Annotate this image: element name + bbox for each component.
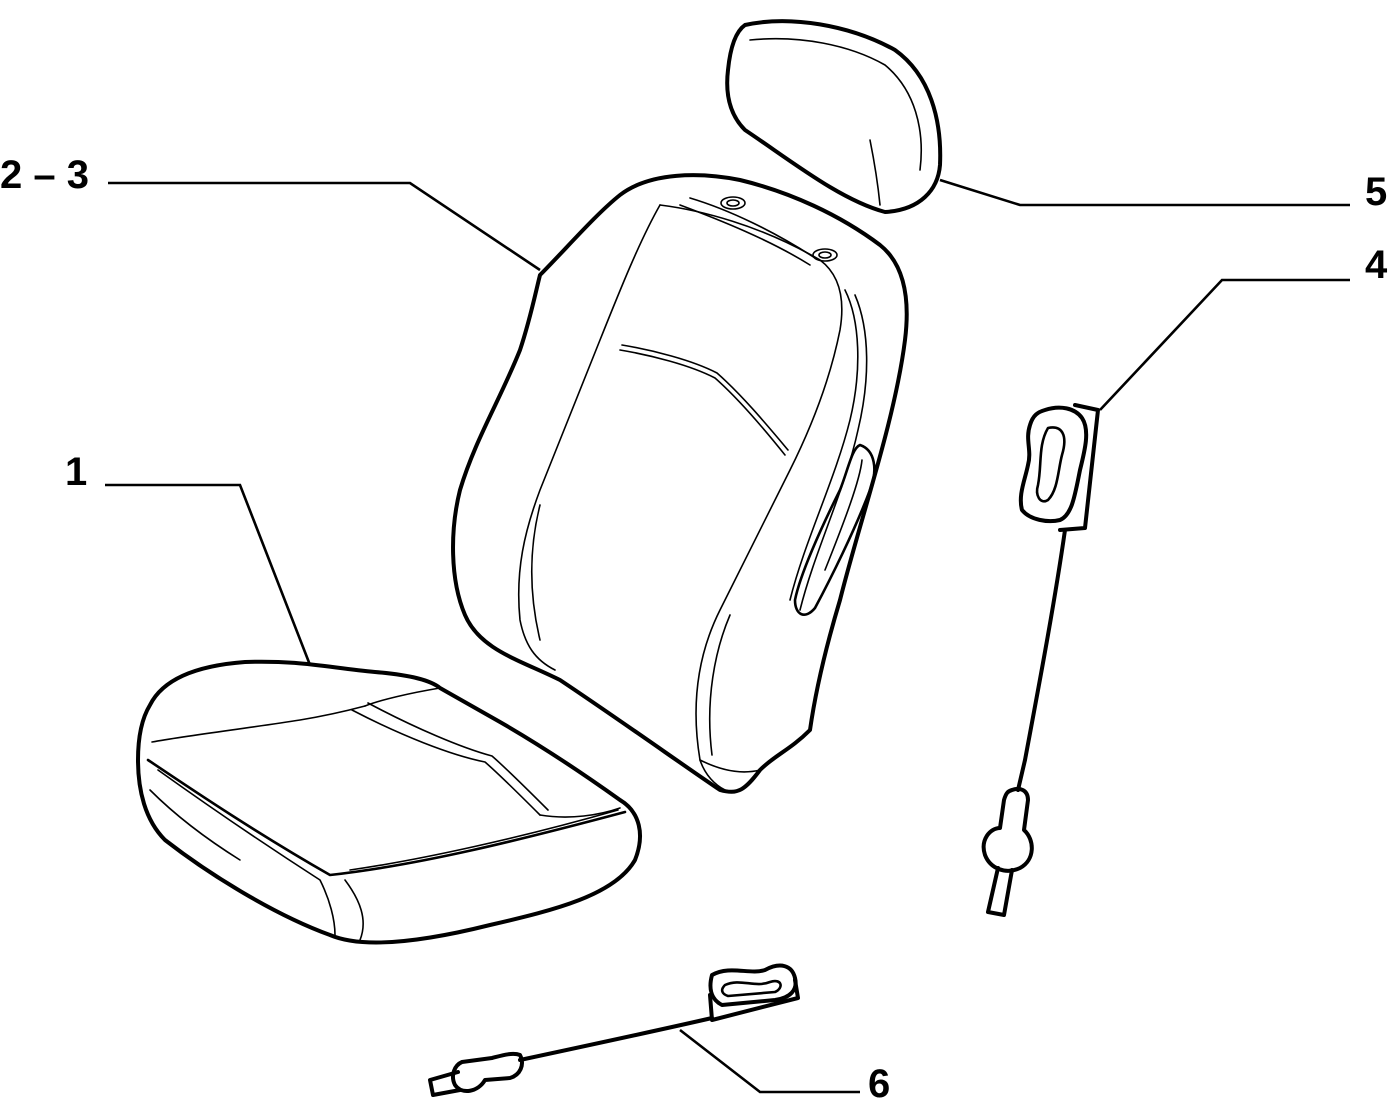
callout-label-5: 5 <box>1365 170 1387 214</box>
leader-2-3 <box>108 181 541 272</box>
backrest-cable <box>981 403 1100 917</box>
leader-4 <box>1099 278 1350 411</box>
leader-1 <box>105 483 312 666</box>
seat-cushion <box>136 659 642 945</box>
leader-5 <box>939 178 1350 207</box>
backrest <box>451 173 909 794</box>
callout-label-1: 1 <box>65 450 87 494</box>
cushion-cable <box>428 963 800 1097</box>
headrest <box>725 19 943 214</box>
callout-label-6: 6 <box>868 1062 890 1102</box>
callout-label-2-3: 2 – 3 <box>0 153 89 197</box>
leader-lines <box>105 178 1350 1094</box>
leader-6 <box>679 1028 860 1094</box>
callout-label-4: 4 <box>1365 243 1388 287</box>
callout-labels: 1 2 – 3 4 5 6 <box>0 153 1388 1102</box>
